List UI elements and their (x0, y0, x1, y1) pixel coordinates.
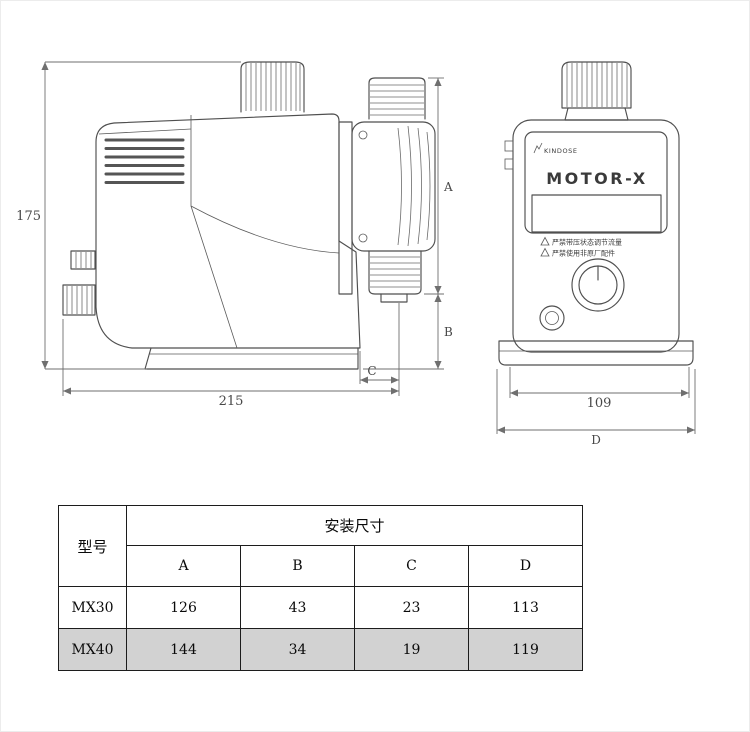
dim-width-label: 109 (587, 396, 612, 411)
side-view (62, 61, 436, 370)
model-cell: MX40 (58, 628, 127, 671)
drain-fitting (539, 305, 565, 331)
front-body (504, 119, 680, 353)
side-cap (240, 61, 305, 113)
front-base (498, 340, 694, 366)
installation-dimension-table: 型号 安装尺寸 A B C D MX30 126 43 23 113 MX40 … (58, 505, 583, 671)
vent-grille (104, 138, 185, 184)
value-cell-c: 19 (354, 628, 469, 671)
front-view: KINDOSE MOTOR-X 严禁带压状态调节流量 严禁使用非原厂配件 (498, 61, 694, 366)
dimension-annotations: 175 215 A B C 109 (16, 61, 696, 447)
dim-c-label: C (367, 364, 376, 378)
table-title: 安装尺寸 (126, 505, 583, 546)
adjustment-knob (571, 258, 625, 312)
warning-triangle-icon (540, 247, 550, 257)
side-base (144, 347, 359, 370)
model-cell: MX30 (58, 586, 127, 629)
model-column-header: 型号 (58, 505, 127, 587)
col-header-c: C (354, 545, 469, 587)
side-pump-head (338, 77, 436, 303)
value-cell-c: 23 (354, 586, 469, 629)
value-cell-a: 126 (126, 586, 241, 629)
side-body (95, 113, 361, 349)
col-header-d: D (468, 545, 583, 587)
model-label: MOTOR-X (546, 169, 648, 188)
dim-height-label: 175 (16, 209, 41, 224)
display-window (531, 194, 662, 233)
dim-length-label: 215 (219, 394, 244, 409)
col-header-b: B (240, 545, 355, 587)
warning-labels: 严禁带压状态调节流量 严禁使用非原厂配件 (540, 236, 622, 258)
col-header-a: A (126, 545, 241, 587)
brand-logo-icon (533, 142, 543, 154)
warning-line-2: 严禁使用非原厂配件 (552, 249, 615, 258)
warning-line-1: 严禁带压状态调节流量 (552, 238, 622, 247)
value-cell-b: 34 (240, 628, 355, 671)
value-cell-a: 144 (126, 628, 241, 671)
side-bleed-valve (62, 250, 96, 316)
table-row-mx40: MX40 144 34 19 119 (58, 628, 583, 671)
value-cell-d: 113 (468, 586, 583, 629)
pump-technical-drawing: KINDOSE MOTOR-X 严禁带压状态调节流量 严禁使用非原厂配件 (16, 61, 696, 447)
brand-label: KINDOSE (544, 147, 578, 155)
value-cell-b: 43 (240, 586, 355, 629)
dim-b-label: B (444, 325, 453, 339)
front-cap (561, 61, 632, 121)
table-row-mx30: MX30 126 43 23 113 (58, 586, 583, 629)
dim-d-label: D (591, 433, 601, 447)
value-cell-d: 119 (468, 628, 583, 671)
front-control-panel: KINDOSE MOTOR-X (524, 131, 668, 234)
warning-triangle-icon (540, 236, 550, 246)
dim-a-label: A (443, 180, 453, 194)
